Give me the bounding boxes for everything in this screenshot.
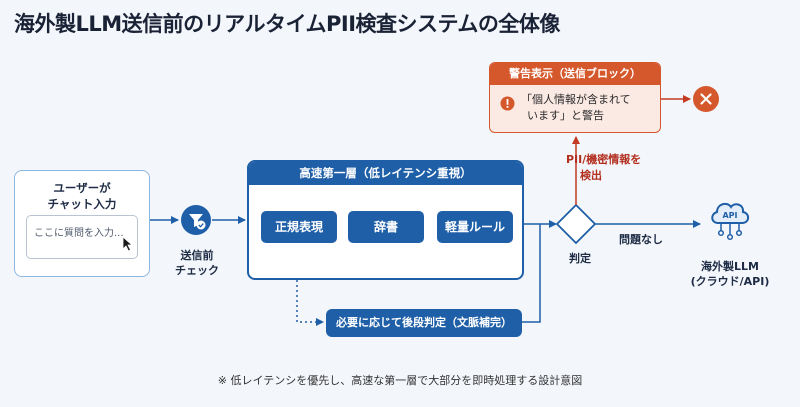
mouse-cursor-icon xyxy=(122,236,134,252)
page-title: 海外製LLM送信前のリアルタイムPII検査システムの全体像 xyxy=(14,12,560,36)
close-icon xyxy=(700,93,712,105)
decision-label: 判定 xyxy=(569,252,591,265)
warning-panel: 警告表示（送信ブロック） 「個人情報が含まれて います」と警告 xyxy=(489,62,661,133)
edge-later-to-decision xyxy=(522,224,541,323)
cloud-api-icon: API xyxy=(711,202,750,241)
no-issue-label: 問題なし xyxy=(619,233,663,246)
light-rules-module: 軽量ルール xyxy=(437,211,513,243)
precheck-label: 送信前 チェック xyxy=(175,249,219,277)
chat-input-field[interactable]: ここに質問を入力... xyxy=(26,215,138,259)
later-stage-node: 必要に応じて後段判定（文脈補完） xyxy=(326,309,522,337)
user-input-title: ユーザーが チャット入力 xyxy=(47,181,117,211)
exclamation-icon xyxy=(500,96,515,111)
destination-label: 海外製LLM (クラウド/API) xyxy=(690,260,770,288)
regex-module: 正規表現 xyxy=(261,211,337,243)
warning-header: 警告表示（送信ブロック） xyxy=(490,63,660,85)
cloud-api-text: API xyxy=(722,211,737,220)
edge-fast-to-later xyxy=(296,280,324,326)
footnote: ※ 低レイテンシを優先し、高速な第一層で大部分を即時処理する設計意図 xyxy=(217,374,583,387)
block-node xyxy=(693,86,719,112)
user-input-card: ユーザーが チャット入力 ここに質問を入力... xyxy=(14,170,150,277)
chat-input-placeholder: ここに質問を入力... xyxy=(34,228,124,239)
warning-message: 「個人情報が含まれて います」と警告 xyxy=(521,93,631,122)
dictionary-module: 辞書 xyxy=(348,211,424,243)
decision-diamond xyxy=(555,203,597,245)
precheck-node xyxy=(181,205,211,235)
fast-layer-header: 高速第一層（低レイテンシ重視） xyxy=(249,162,522,185)
pii-detected-label: PII/機密情報を 検出 xyxy=(566,153,642,182)
cloud-api-node: API xyxy=(707,195,753,251)
filter-check-icon xyxy=(189,214,206,230)
